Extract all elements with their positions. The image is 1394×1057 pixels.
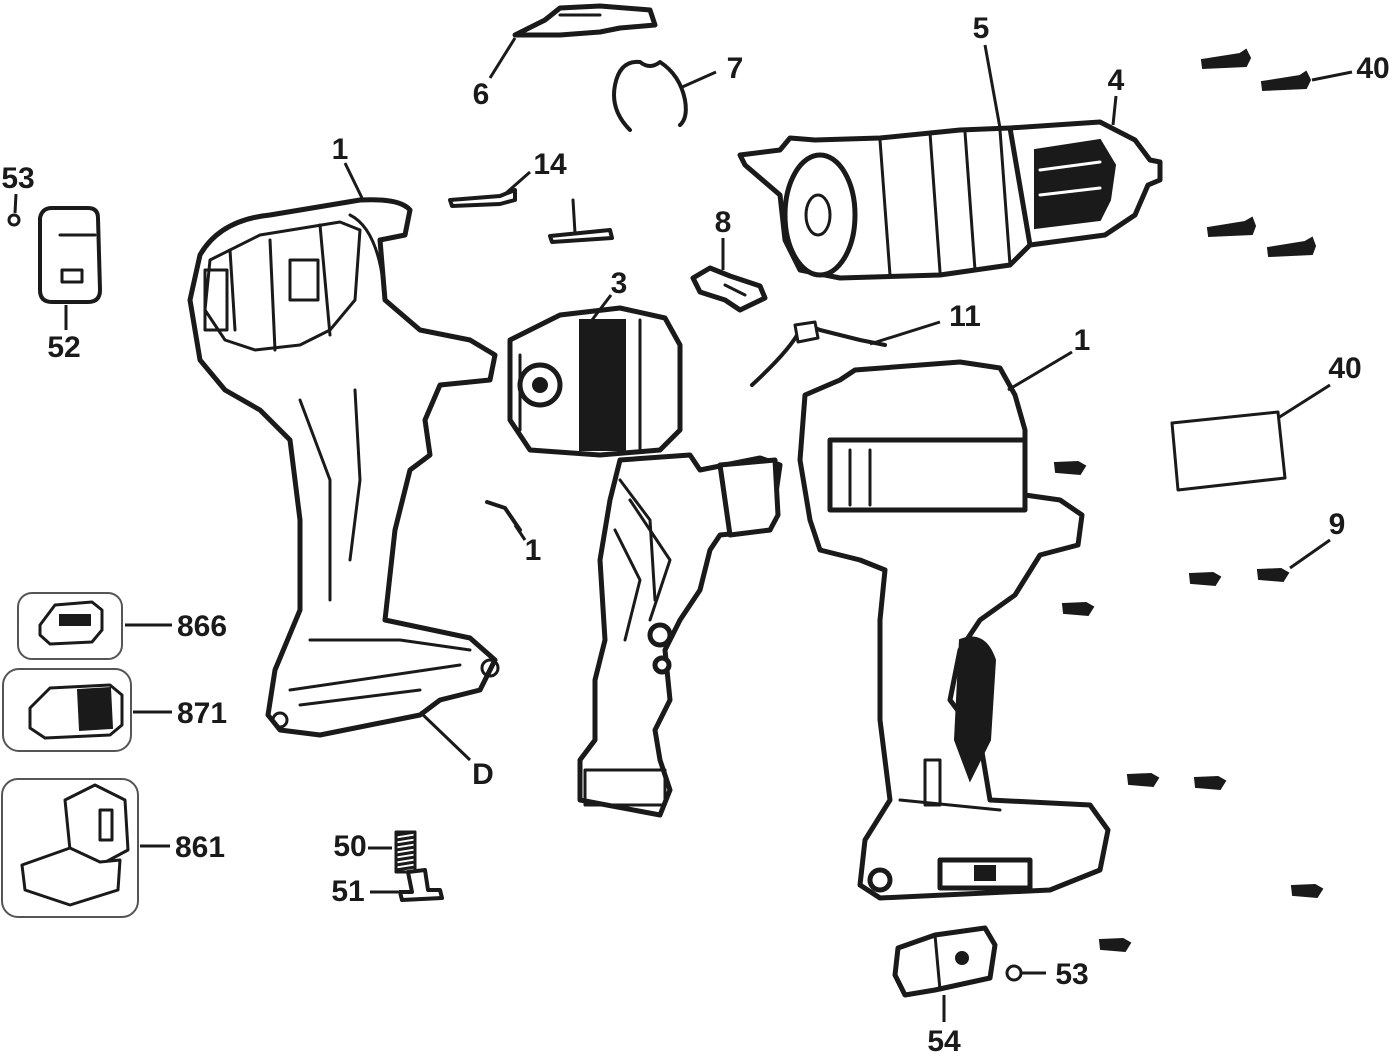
label-53-left-screw: 53 xyxy=(1,162,35,214)
label-14-gearbox-screw: 40 xyxy=(1311,52,1390,85)
belt-hook-part xyxy=(7,206,102,304)
svg-text:50: 50 xyxy=(333,830,366,863)
svg-text:866: 866 xyxy=(177,610,227,643)
latch-part xyxy=(398,868,444,902)
svg-text:52: 52 xyxy=(47,331,80,364)
label-2-spring-clip: 1 xyxy=(513,524,542,567)
svg-text:7: 7 xyxy=(727,52,744,85)
label-4-chuck: 4 xyxy=(1108,64,1125,126)
svg-text:871: 871 xyxy=(177,697,227,730)
svg-text:51: 51 xyxy=(331,875,364,908)
svg-text:53: 53 xyxy=(1055,958,1088,991)
spring-clip-part xyxy=(485,500,522,532)
label-8-bracket: 8 xyxy=(715,206,732,270)
bottom-hook-part xyxy=(892,925,998,998)
svg-text:11: 11 xyxy=(949,300,981,333)
label-866-battery: 866 xyxy=(125,610,227,643)
charger-callout-box xyxy=(2,668,132,752)
wire-clip-part xyxy=(612,59,688,132)
left-housing-part xyxy=(187,197,500,738)
svg-text:D: D xyxy=(472,758,494,791)
label-1-left-housing: 1 xyxy=(332,133,364,199)
pin-part xyxy=(448,188,614,244)
spring-part xyxy=(394,830,417,874)
label-40-nameplate: 40 xyxy=(1277,352,1362,420)
label-861-kit-box: 861 xyxy=(140,831,225,864)
svg-text:1: 1 xyxy=(525,534,542,567)
svg-text:5: 5 xyxy=(973,12,990,45)
label-51-latch: 51 xyxy=(331,875,398,908)
bottom-hook-screw-part xyxy=(1005,964,1023,982)
nameplate-part xyxy=(1170,410,1287,492)
switch-assembly-part xyxy=(577,452,783,818)
label-6-bit-holder: 6 xyxy=(473,37,517,111)
bracket-part xyxy=(690,265,768,313)
svg-text:4: 4 xyxy=(1108,64,1125,97)
svg-text:53: 53 xyxy=(1,162,34,195)
gearbox-screws xyxy=(1200,48,1317,258)
svg-text:40: 40 xyxy=(1356,52,1389,85)
label-50-spring: 50 xyxy=(333,830,392,863)
label-11-led: 11 xyxy=(869,300,981,346)
label-53-bottom-screw: 53 xyxy=(1022,958,1089,991)
label-52-belt-hook: 52 xyxy=(47,305,81,364)
label-3-motor: 3 xyxy=(590,267,628,321)
led-part xyxy=(750,320,887,387)
label-5-gearbox: 5 xyxy=(973,12,1002,129)
chuck-part xyxy=(1007,119,1163,248)
svg-text:1: 1 xyxy=(1074,324,1091,357)
kit-box-callout-box xyxy=(1,778,139,918)
housing-screws xyxy=(1053,460,1324,953)
svg-text:9: 9 xyxy=(1329,508,1346,541)
gearbox-part xyxy=(737,125,1033,281)
svg-text:6: 6 xyxy=(473,78,490,111)
right-housing-part xyxy=(797,359,1111,901)
bit-holder-part xyxy=(512,3,658,38)
svg-text:40: 40 xyxy=(1328,352,1361,385)
label-54-bottom-hook: 54 xyxy=(927,995,961,1057)
svg-text:861: 861 xyxy=(175,831,225,864)
label-1-right-housing: 1 xyxy=(1007,324,1091,392)
svg-text:1: 1 xyxy=(332,133,349,166)
label-871-charger: 871 xyxy=(133,697,227,730)
svg-text:54: 54 xyxy=(927,1025,961,1057)
battery-callout-box xyxy=(17,592,123,660)
svg-text:3: 3 xyxy=(611,267,628,300)
label-d-handle-detail: D xyxy=(418,710,494,791)
svg-text:14: 14 xyxy=(533,148,567,181)
label-9-screw: 9 xyxy=(1289,508,1346,570)
motor-part xyxy=(507,305,683,458)
label-7-wire-clip: 7 xyxy=(679,52,744,90)
label-12-pin: 14 xyxy=(504,148,567,196)
svg-text:8: 8 xyxy=(715,206,732,239)
